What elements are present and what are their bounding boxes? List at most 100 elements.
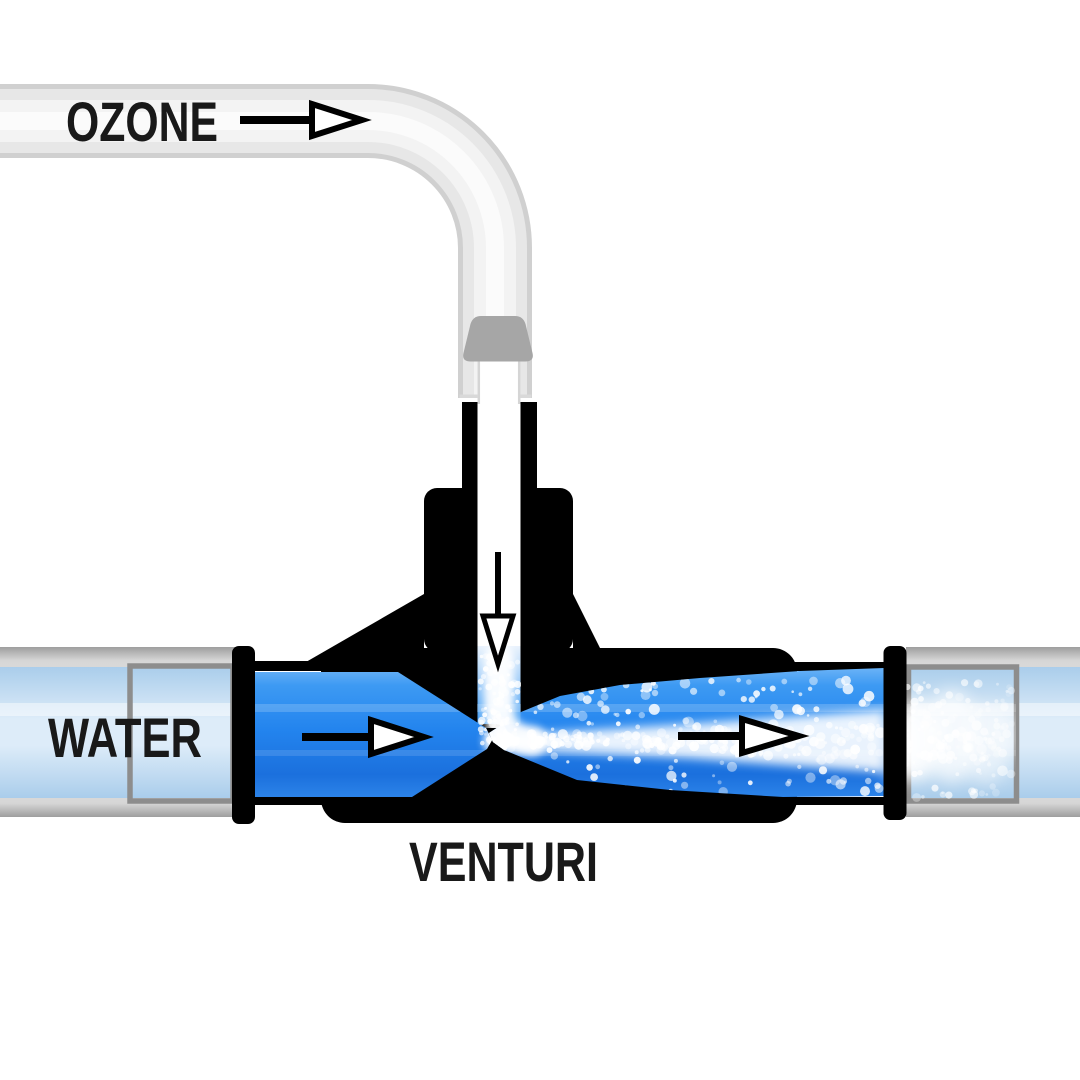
bubble: [550, 752, 558, 760]
bubble: [993, 722, 1001, 730]
pipe-coupling-right: [883, 646, 907, 820]
bubble: [533, 710, 538, 715]
bubble: [493, 710, 502, 719]
bubble: [583, 737, 589, 743]
outlet-bore-wall-top: [790, 662, 890, 671]
bubble: [945, 791, 953, 799]
bubble: [927, 752, 934, 758]
injector-flare-right: [573, 594, 607, 662]
bubble: [965, 748, 970, 753]
bubble: [587, 732, 594, 739]
bubble: [607, 755, 613, 762]
bubble: [985, 707, 991, 713]
injection-down-arrow-icon: [479, 552, 517, 673]
bubble: [978, 708, 983, 713]
bubble: [615, 721, 621, 727]
bubble: [601, 705, 610, 714]
bubble: [605, 737, 610, 742]
bubble: [487, 669, 494, 677]
bubble: [478, 719, 485, 726]
bubble: [961, 679, 969, 687]
bubble: [798, 692, 803, 697]
bubble: [498, 685, 507, 694]
bubble: [569, 734, 576, 741]
bubble: [1000, 698, 1005, 703]
bubble: [980, 751, 984, 755]
bubble: [590, 722, 594, 726]
bubble: [949, 753, 953, 757]
water-flow-arrow-icon: [302, 715, 434, 759]
bubble: [566, 760, 570, 764]
bubble: [835, 779, 846, 790]
bubble: [488, 732, 494, 738]
bubble: [952, 713, 959, 719]
bubble: [792, 753, 797, 757]
bubble: [1005, 724, 1009, 728]
bubble: [985, 793, 989, 796]
bubble: [504, 720, 510, 726]
bubble: [709, 743, 719, 754]
bubble: [985, 701, 990, 706]
ozone-flow-arrow-icon: [240, 99, 372, 141]
bubble: [515, 659, 521, 665]
bubble: [860, 786, 870, 797]
bubble: [690, 687, 698, 695]
bubble: [983, 751, 987, 755]
injector-wall-right: [520, 402, 537, 718]
bubble: [925, 683, 932, 689]
bubble: [595, 764, 601, 770]
bubble: [489, 658, 495, 664]
inlet-water-highlight: [0, 703, 233, 716]
bubble: [831, 746, 839, 753]
bubble: [769, 685, 776, 692]
bubble: [640, 690, 651, 700]
bubble: [1005, 689, 1009, 693]
bubble: [858, 699, 866, 707]
bubble: [537, 703, 544, 710]
bubble: [574, 740, 584, 750]
bubble: [830, 733, 841, 744]
bubble: [943, 734, 950, 740]
bubble: [956, 745, 960, 749]
bubble: [842, 683, 854, 695]
water-label: WATER: [48, 706, 202, 769]
bubble: [912, 793, 921, 802]
bubble: [590, 773, 598, 781]
bubble: [969, 705, 974, 709]
bubble: [505, 716, 510, 722]
bubble: [917, 769, 923, 776]
bubble: [689, 741, 700, 752]
bubble: [864, 767, 869, 772]
bubble: [876, 726, 881, 731]
bubble: [648, 703, 660, 715]
bubble: [660, 744, 665, 749]
bubble: [953, 756, 958, 760]
bubble: [993, 718, 999, 723]
injector-flare-left: [306, 594, 424, 662]
bubble: [480, 674, 487, 680]
bubble: [839, 749, 850, 760]
bubble: [678, 727, 683, 732]
bubble: [980, 727, 989, 736]
bubble: [922, 710, 932, 720]
bubble: [722, 739, 729, 745]
bubble: [936, 730, 943, 736]
bubble: [941, 791, 944, 795]
bubble: [718, 689, 726, 697]
bubble: [987, 740, 997, 750]
bubble: [955, 692, 964, 702]
bubble: [935, 701, 943, 709]
bubble: [987, 762, 991, 767]
bubble: [708, 678, 715, 685]
bubble: [839, 726, 843, 731]
bubble: [841, 675, 851, 686]
bubble: [931, 740, 934, 744]
bubble: [910, 709, 916, 715]
bubble: [510, 736, 520, 746]
bubble: [921, 795, 925, 799]
bubble: [758, 750, 764, 756]
bubble: [480, 740, 485, 746]
bubble: [979, 756, 986, 763]
bubble: [477, 678, 484, 685]
bubble: [713, 719, 718, 724]
